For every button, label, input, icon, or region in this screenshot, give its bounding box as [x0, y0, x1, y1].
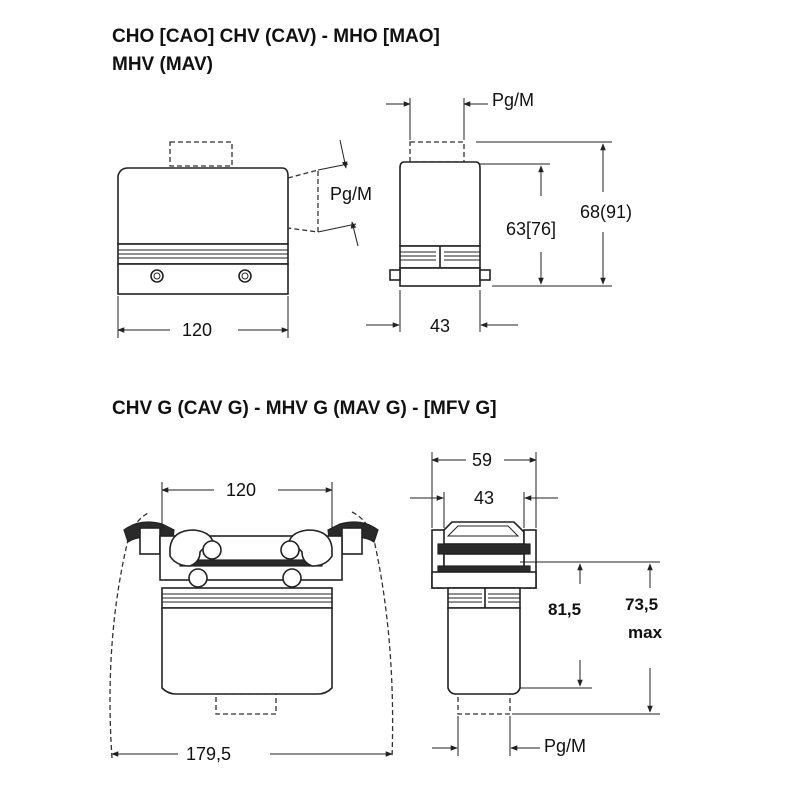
frame-lower-bar [437, 565, 531, 573]
side-height-label: 81,5 [548, 600, 581, 619]
frame-top-bar [437, 543, 531, 555]
hook-pin-right-lower [282, 568, 302, 588]
envelope-right-dashed [351, 511, 394, 759]
side-top-entry-dashed [409, 141, 465, 163]
hook-pin-right [280, 540, 300, 560]
screw-right-icon [238, 269, 252, 283]
top-side-view: Pg/M 63[76] 68(91) 43 [366, 90, 632, 336]
side-pin-right [479, 269, 491, 281]
top-title-line1: CHO [CAO] CHV (CAV) - MHO [MAO] [112, 26, 440, 47]
side-width-label: 43 [430, 316, 450, 336]
hook-pin-left-lower [188, 568, 208, 588]
lever-bracket-right [341, 527, 363, 555]
top-front-view: Pg/M 120 [117, 139, 372, 340]
front-width-label: 120 [182, 320, 212, 340]
top-title-line2: MHV (MAV) [112, 54, 213, 75]
front-overall-width-label: 179,5 [186, 744, 231, 764]
side-max-height-value: 73,5 [625, 595, 658, 614]
side-max-height-suffix: max [628, 623, 663, 642]
side-inner-width-label: 43 [474, 488, 494, 508]
side-pin-left [389, 269, 401, 281]
screw-left-icon [150, 269, 164, 283]
side-hood-body [399, 161, 481, 247]
hood-body [117, 167, 289, 245]
side-base [399, 267, 481, 287]
bottom-title: CHV G (CAV G) - MHV G (MAV G) - [MFV G] [112, 398, 497, 419]
front-thread-label: Pg/M [330, 184, 372, 204]
hood-base [117, 263, 289, 295]
top-cable-entry-dashed [169, 141, 233, 167]
hook-pin-left [202, 540, 222, 560]
cover-top [441, 521, 525, 545]
side-cable-entry-dashed [287, 169, 319, 233]
side-bottom-thread-label: Pg/M [544, 736, 586, 756]
bottom-side-view: 59 43 81,5 73,5 max Pg/M [410, 450, 663, 756]
side-height-outer-label: 68(91) [580, 202, 632, 222]
side-thread-label: Pg/M [492, 90, 534, 110]
envelope-left-dashed [109, 511, 151, 759]
side-outer-width-label: 59 [472, 450, 492, 470]
bottom-front-view: 120 179,5 [109, 480, 394, 764]
frame-base [431, 571, 537, 589]
side-height-inner-label: 63[76] [506, 219, 556, 239]
front-top-width-label: 120 [226, 480, 256, 500]
frame-bar [179, 559, 323, 567]
bottom-entry-dashed [215, 693, 277, 715]
lever-bracket-left [139, 527, 161, 555]
housing-body [161, 607, 333, 695]
side-bottom-entry-dashed [457, 693, 511, 715]
side-housing-body [447, 607, 521, 695]
